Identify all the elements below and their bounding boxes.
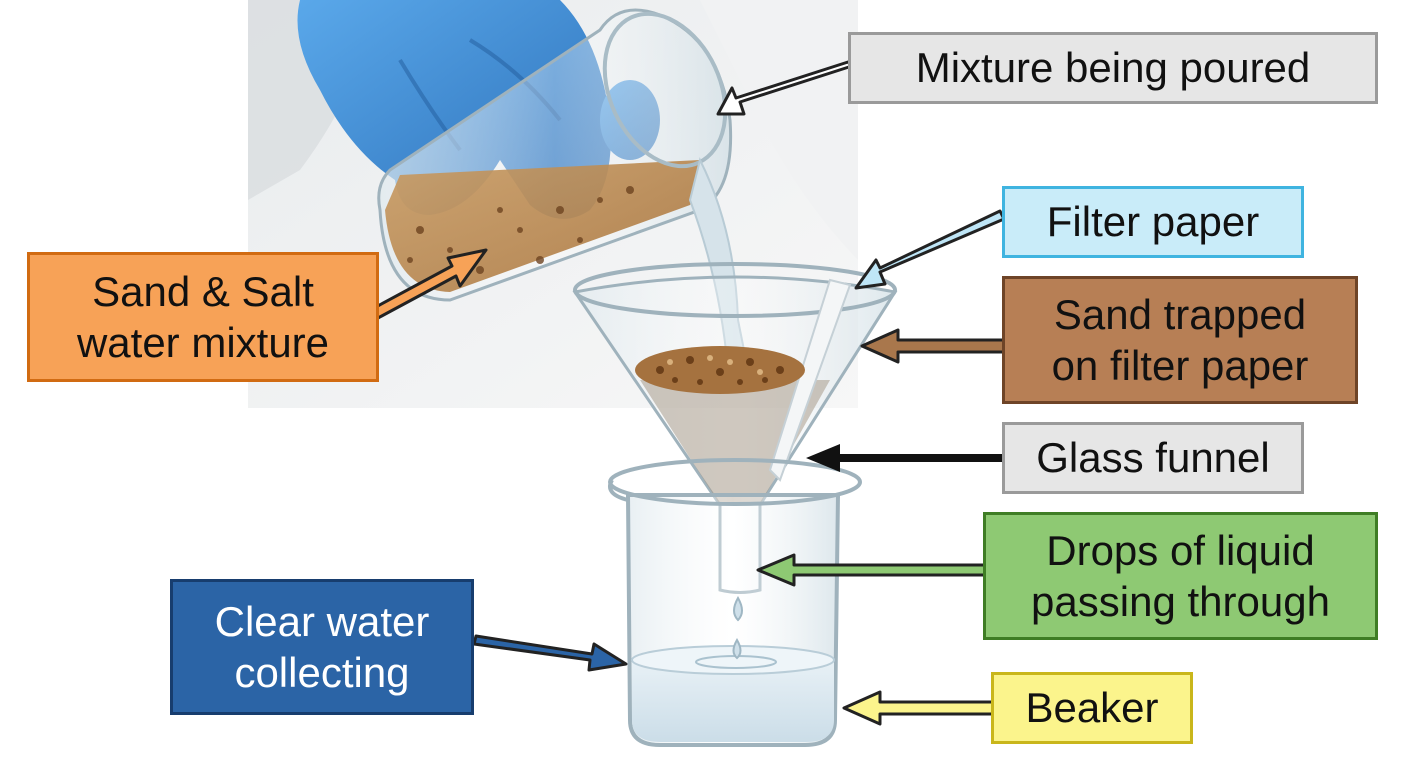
label-glass-funnel: Glass funnel <box>1002 422 1304 494</box>
arrow-sand-salt-mixture <box>372 248 488 320</box>
label-line: Drops of liquid <box>1046 526 1315 574</box>
arrow-glass-funnel <box>806 444 1002 472</box>
label-text: Beaker <box>1025 684 1159 732</box>
filter-paper-edge <box>768 278 852 482</box>
label-line: collecting <box>234 649 410 696</box>
arrow-drops-liquid <box>756 553 988 587</box>
label-clear-water: Clear water collecting <box>170 579 474 715</box>
label-text: Filter paper <box>1046 198 1260 246</box>
label-line: Sand & Salt <box>92 267 314 315</box>
label-line: water mixture <box>76 319 330 366</box>
label-text: Glass funnel <box>1036 434 1270 482</box>
label-line: Sand trapped <box>1053 290 1307 338</box>
liquid-drops <box>732 595 743 660</box>
label-line: Clear water <box>214 597 430 645</box>
label-beaker: Beaker <box>991 672 1193 744</box>
label-filter-paper: Filter paper <box>1002 186 1304 258</box>
label-mixture-being-poured: Mixture being poured <box>848 32 1378 104</box>
trapped-sand <box>635 346 805 394</box>
label-line: on filter paper <box>1051 342 1309 389</box>
label-line: passing through <box>1031 578 1330 625</box>
arrow-mixture-poured <box>716 60 854 116</box>
label-sand-trapped: Sand trapped on filter paper <box>1002 276 1358 404</box>
arrow-clear-water <box>472 634 628 672</box>
arrow-sand-trapped <box>860 328 1006 364</box>
label-drops-of-liquid: Drops of liquid passing through <box>983 512 1378 640</box>
label-text: Mixture being poured <box>915 44 1311 92</box>
label-sand-salt-mixture: Sand & Salt water mixture <box>27 252 379 382</box>
arrow-beaker <box>842 690 995 726</box>
arrow-filter-paper <box>854 209 1006 290</box>
